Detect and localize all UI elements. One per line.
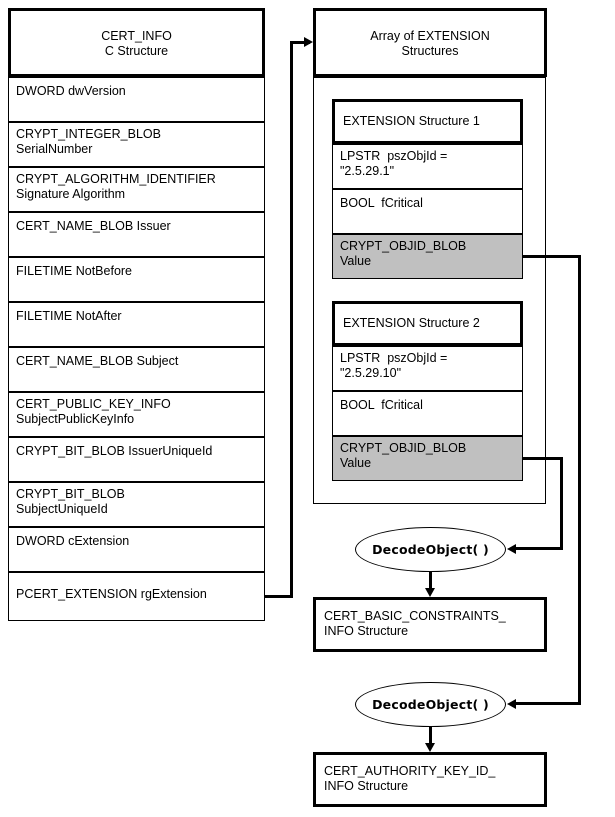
cert-info-field-subjectpublickeyinfo: CERT_PUBLIC_KEY_INFO SubjectPublicKeyInf… <box>8 392 265 437</box>
arrow-decode2-to-authority-key <box>425 743 435 752</box>
connector-ext1-value-segment-v <box>578 255 581 705</box>
cert-info-field-issueruniqueid: CRYPT_BIT_BLOB IssuerUniqueId <box>8 437 265 482</box>
extension-2-field-pszobjid: LPSTR pszObjId = "2.5.29.10" <box>332 346 523 391</box>
cert-info-field-cextension: DWORD cExtension <box>8 527 265 572</box>
cert-info-field-serialnumber: CRYPT_INTEGER_BLOB SerialNumber <box>8 122 265 167</box>
extension-structure-1-header-box: EXTENSION Structure 1 <box>332 99 523 144</box>
connector-rgextension-segment-v <box>290 41 293 598</box>
connector-decode1-to-basic-constraints <box>429 571 432 591</box>
cert-info-header-label: CERT_INFO C Structure <box>101 29 172 58</box>
extension-structure-2-label: EXTENSION Structure 2 <box>343 316 480 330</box>
cert-basic-constraints-info-label: CERT_BASIC_CONSTRAINTS_ INFO Structure <box>324 609 506 638</box>
connector-ext2-value-segment-v <box>560 457 563 550</box>
cert-info-field-subjectuniqueid: CRYPT_BIT_BLOB SubjectUniqueId <box>8 482 265 527</box>
cert-info-field-notafter: FILETIME NotAfter <box>8 302 265 347</box>
arrow-ext2-value-to-decode-1 <box>507 544 516 554</box>
cert-info-field-subject: CERT_NAME_BLOB Subject <box>8 347 265 392</box>
extension-1-field-value: CRYPT_OBJID_BLOB Value <box>332 234 523 279</box>
extension-array-header-label: Array of EXTENSION Structures <box>370 29 490 58</box>
decode-object-function-1: DecodeObject( ) <box>355 527 506 572</box>
arrow-decode1-to-basic-constraints <box>425 588 435 597</box>
extension-2-field-value: CRYPT_OBJID_BLOB Value <box>332 436 523 481</box>
cert-authority-key-id-info-label: CERT_AUTHORITY_KEY_ID_ INFO Structure <box>324 764 496 793</box>
arrow-ext1-value-to-decode-2 <box>507 699 516 709</box>
connector-rgextension-segment-h1 <box>265 595 293 598</box>
extension-1-field-fcritical: BOOL fCritical <box>332 189 523 234</box>
connector-ext1-value-segment-h2 <box>516 702 581 705</box>
connector-rgextension-segment-h2 <box>290 41 310 44</box>
arrow-rgextension-to-array <box>304 37 313 47</box>
extension-2-field-fcritical: BOOL fCritical <box>332 391 523 436</box>
extension-structure-1-label: EXTENSION Structure 1 <box>343 114 480 128</box>
cert-info-field-notbefore: FILETIME NotBefore <box>8 257 265 302</box>
extension-array-header-box: Array of EXTENSION Structures <box>313 8 547 77</box>
extension-1-field-pszobjid: LPSTR pszObjId = "2.5.29.1" <box>332 144 523 189</box>
cert-info-header-box: CERT_INFO C Structure <box>8 8 265 77</box>
cert-info-field-issuer: CERT_NAME_BLOB Issuer <box>8 212 265 257</box>
cert-basic-constraints-info-box: CERT_BASIC_CONSTRAINTS_ INFO Structure <box>313 597 547 652</box>
connector-decode2-to-authority-key <box>429 726 432 746</box>
connector-ext1-value-segment-h1 <box>523 255 581 258</box>
cert-authority-key-id-info-box: CERT_AUTHORITY_KEY_ID_ INFO Structure <box>313 752 547 807</box>
cert-info-field-signature-algorithm: CRYPT_ALGORITHM_IDENTIFIER Signature Alg… <box>8 167 265 212</box>
extension-structure-2-header-box: EXTENSION Structure 2 <box>332 301 523 346</box>
cert-info-field-dwversion: DWORD dwVersion <box>8 77 265 122</box>
connector-ext2-value-segment-h1 <box>523 457 563 460</box>
cert-info-field-rgextension: PCERT_EXTENSION rgExtension <box>8 572 265 621</box>
decode-object-function-2: DecodeObject( ) <box>355 682 506 727</box>
connector-ext2-value-segment-h2 <box>516 547 563 550</box>
